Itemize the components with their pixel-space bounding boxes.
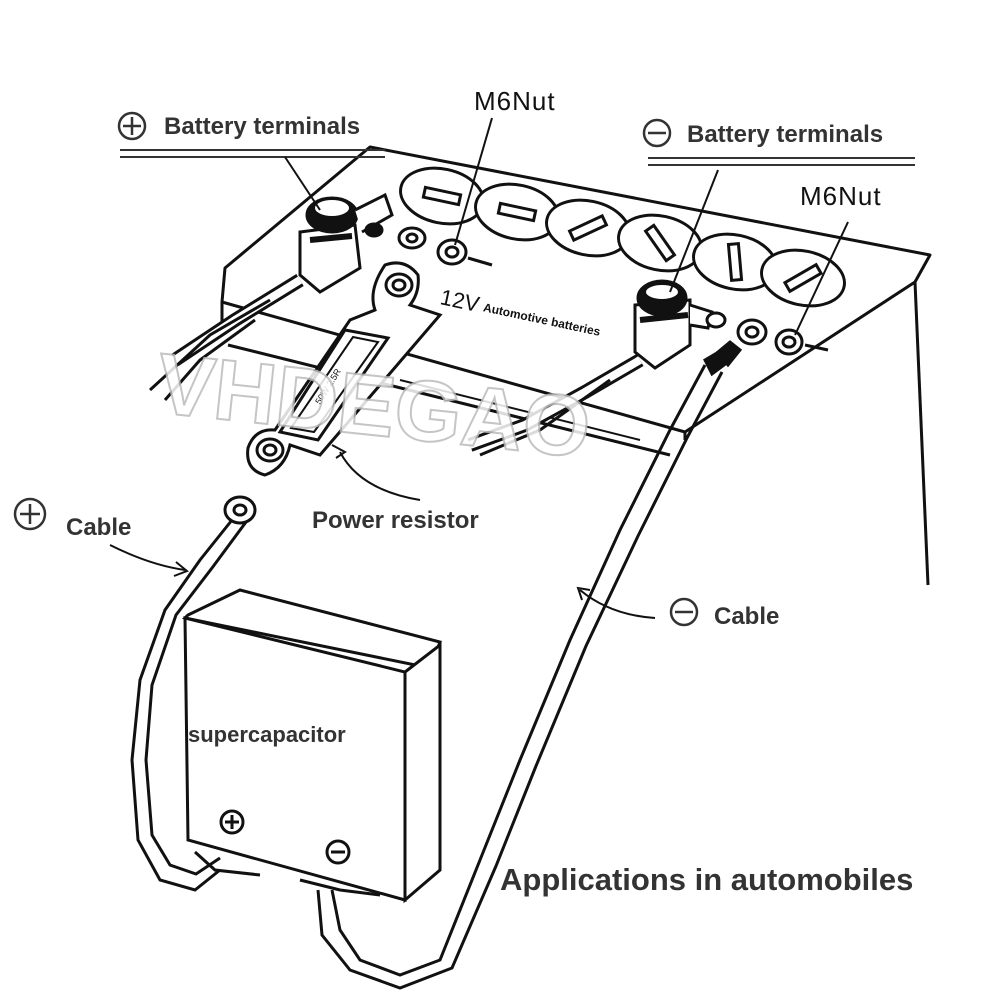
neg-battery-terminals-label: Battery terminals xyxy=(687,121,883,148)
m6nut-right-label: M6Nut xyxy=(800,181,882,211)
negative-icon xyxy=(669,597,699,627)
positive-terminal-clamp xyxy=(148,192,394,401)
positive-cable xyxy=(130,495,257,892)
supercapacitor-module xyxy=(181,588,443,904)
neg-cable-callout: Cable xyxy=(576,586,779,630)
pos-battery-terminals-label: Battery terminals xyxy=(164,113,360,140)
positive-icon xyxy=(117,111,147,141)
power-resistor-label: Power resistor xyxy=(312,507,479,534)
pos-cable-label: Cable xyxy=(66,514,131,541)
pos-battery-terminals-callout: Battery terminals xyxy=(117,111,385,211)
negative-icon xyxy=(642,118,672,148)
pos-cable-callout: Cable xyxy=(13,497,189,577)
m6nut-left-part xyxy=(397,226,493,267)
negative-terminal-clamp xyxy=(467,279,727,457)
neg-battery-terminals-callout: Battery terminals xyxy=(642,118,915,293)
battery xyxy=(220,145,932,586)
m6nut-left-label: M6Nut xyxy=(474,86,556,116)
power-resistor-callout: Power resistor xyxy=(312,444,479,534)
supercapacitor-label: supercapacitor xyxy=(188,722,346,747)
positive-icon xyxy=(13,497,47,531)
negative-cable xyxy=(316,340,743,990)
m6nut-right-part xyxy=(736,318,829,356)
m6nut-left-callout: M6Nut xyxy=(454,86,556,246)
power-resistor: 50W 2.5R xyxy=(246,261,443,477)
battery-vent-caps xyxy=(399,166,846,308)
footer-caption: Applications in automobiles xyxy=(500,862,913,897)
neg-cable-label: Cable xyxy=(714,603,779,630)
m6nut-right-callout: M6Nut xyxy=(794,181,882,336)
